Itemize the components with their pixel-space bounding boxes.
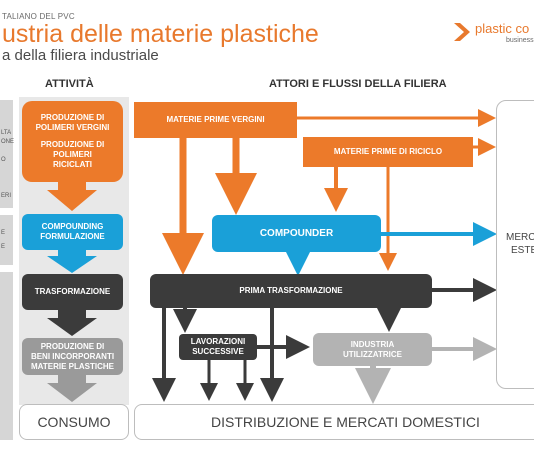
left-strip-text: ERI <box>1 193 12 199</box>
header-kicker: TALIANO DEL PVC <box>2 12 75 21</box>
domestic-distribution-label: DISTRIBUZIONE E MERCATI DOMESTICI <box>211 414 480 430</box>
activity-goods-label: PRODUZIONE DI <box>40 341 105 351</box>
left-strip-text: E <box>1 230 6 236</box>
activity-goods-label: MATERIE PLASTICHE <box>31 361 114 371</box>
actor-recycled-raw-materials: MATERIE PRIME DI RICICLO <box>303 137 473 167</box>
domestic-distribution-box: DISTRIBUZIONE E MERCATI DOMESTICI <box>134 404 534 440</box>
activity-transformation-label: TRASFORMAZIONE <box>34 287 111 296</box>
foreign-markets-box <box>496 100 534 389</box>
activity-compounding: COMPOUNDING FORMULAZIONE <box>22 214 123 250</box>
page-title: ustria delle materie plastiche <box>2 20 319 48</box>
activity-transformation: TRASFORMAZIONE <box>22 274 123 310</box>
activity-recycled-polymers-label: PRODUZIONE DI <box>40 140 105 149</box>
actor-compounder: COMPOUNDER <box>212 215 381 252</box>
page-subtitle: a della filiera industriale <box>2 47 159 64</box>
logo-text: plastic co <box>475 21 530 36</box>
actor-first-transformation-label: PRIMA TRASFORMAZIONE <box>239 286 343 295</box>
actor-virgin-raw-materials: MATERIE PRIME VERGINI <box>134 102 297 138</box>
left-strip-text: LTA <box>1 130 12 136</box>
actor-user-industry: INDUSTRIA UTILIZZATRICE <box>313 333 432 366</box>
actors-heading: ATTORI E FLUSSI DELLA FILIERA <box>269 78 447 90</box>
logo-chevron-icon <box>454 23 470 41</box>
logo-subtext: business <box>506 37 534 44</box>
foreign-markets-label: ESTE <box>511 245 534 256</box>
activity-goods-label: BENI INCORPORANTI <box>30 351 115 361</box>
left-strip-upper <box>0 100 13 208</box>
actor-recycled-raw-label: MATERIE PRIME DI RICICLO <box>333 147 443 156</box>
activity-compounding-label: COMPOUNDING <box>41 222 104 231</box>
consumption-box: CONSUMO <box>19 404 129 440</box>
activities-heading: ATTIVITÀ <box>45 78 94 90</box>
actor-further-processing-label: SUCCESSIVE <box>192 347 244 356</box>
activity-virgin-polymers-label: PRODUZIONE DI POLIMERI VERGINI <box>35 113 110 132</box>
actor-user-industry-label: INDUSTRIA <box>350 339 395 349</box>
actor-compounder-label: COMPOUNDER <box>259 227 334 239</box>
activity-recycled-polymers-label: RICICLATI <box>53 160 92 169</box>
actor-first-transformation: PRIMA TRASFORMAZIONE <box>150 274 432 308</box>
actor-further-processing: LAVORAZIONI SUCCESSIVE <box>179 334 257 360</box>
left-strip-middle <box>0 215 13 265</box>
activity-goods-production: PRODUZIONE DI BENI INCORPORANTI MATERIE … <box>22 338 123 375</box>
foreign-markets-label: MERC <box>506 232 534 243</box>
actor-virgin-raw-label: MATERIE PRIME VERGINI <box>166 115 265 124</box>
actor-user-industry-label: UTILIZZATRICE <box>343 349 402 359</box>
left-strip-text: E <box>1 244 6 250</box>
actor-further-processing-label: LAVORAZIONI <box>190 337 246 346</box>
activity-recycled-polymers-label: POLIMERI <box>53 150 92 159</box>
activity-polymer-production: PRODUZIONE DI POLIMERI VERGINI PRODUZION… <box>22 101 123 182</box>
left-strip-text: ONE <box>1 139 15 145</box>
left-strip-text: O <box>1 157 6 163</box>
activity-compounding-label: FORMULAZIONE <box>40 232 105 241</box>
left-strip-lower <box>0 272 13 440</box>
consumption-label: CONSUMO <box>37 414 111 430</box>
